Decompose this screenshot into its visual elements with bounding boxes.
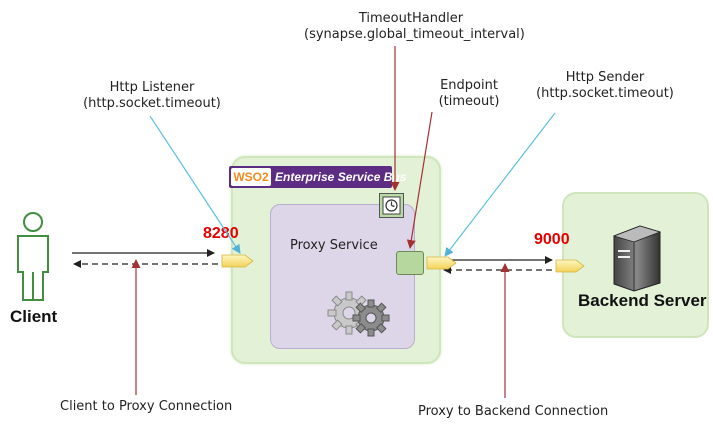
proxy-to-backend-label: Proxy to Backend Connection: [418, 404, 609, 419]
wso2-logo: WSO2: [231, 168, 271, 186]
endpoint-title: Endpoint: [440, 78, 498, 93]
timeout-handler-box: [379, 193, 404, 218]
client-to-proxy-label: Client to Proxy Connection: [60, 399, 233, 414]
http-listener-title: Http Listener: [109, 80, 195, 95]
timeout-handler-title: TimeoutHandler: [358, 11, 464, 26]
backend-port-label: 9000: [534, 231, 570, 248]
http-sender-pointer: [444, 112, 556, 257]
server-icon: [612, 225, 662, 292]
connector-arrow-icon: [221, 254, 254, 268]
endpoint-param: (timeout): [438, 94, 500, 109]
endpoint-box: [396, 251, 424, 275]
http-listener-label: Http Listener (http.socket.timeout): [72, 80, 232, 112]
http-listener-param: (http.socket.timeout): [83, 96, 221, 111]
backend-server-label: Backend Server: [578, 291, 707, 310]
endpoint-pointer: [406, 111, 433, 249]
connector-arrow-icon: [555, 259, 585, 273]
http-sender-param: (http.socket.timeout): [536, 86, 674, 101]
connector-arrow-icon: [426, 256, 457, 270]
timeout-handler-label: TimeoutHandler (synapse.global_timeout_i…: [304, 11, 525, 43]
endpoint-label: Endpoint (timeout): [428, 78, 510, 110]
gears-icon: [327, 291, 390, 337]
client-label: Client: [10, 307, 58, 326]
http-sender-title: Http Sender: [565, 70, 645, 85]
esb-title: Enterprise Service Bus: [275, 170, 407, 184]
http-listener-pointer: [149, 115, 241, 254]
clock-icon: [382, 196, 401, 215]
esb-banner: WSO2 Enterprise Service Bus: [229, 166, 406, 188]
proxy-service-label: Proxy Service: [290, 238, 378, 253]
timeout-handler-param: (synapse.global_timeout_interval): [304, 27, 525, 42]
http-sender-label: Http Sender (http.socket.timeout): [530, 70, 680, 102]
person-icon: [17, 212, 49, 301]
